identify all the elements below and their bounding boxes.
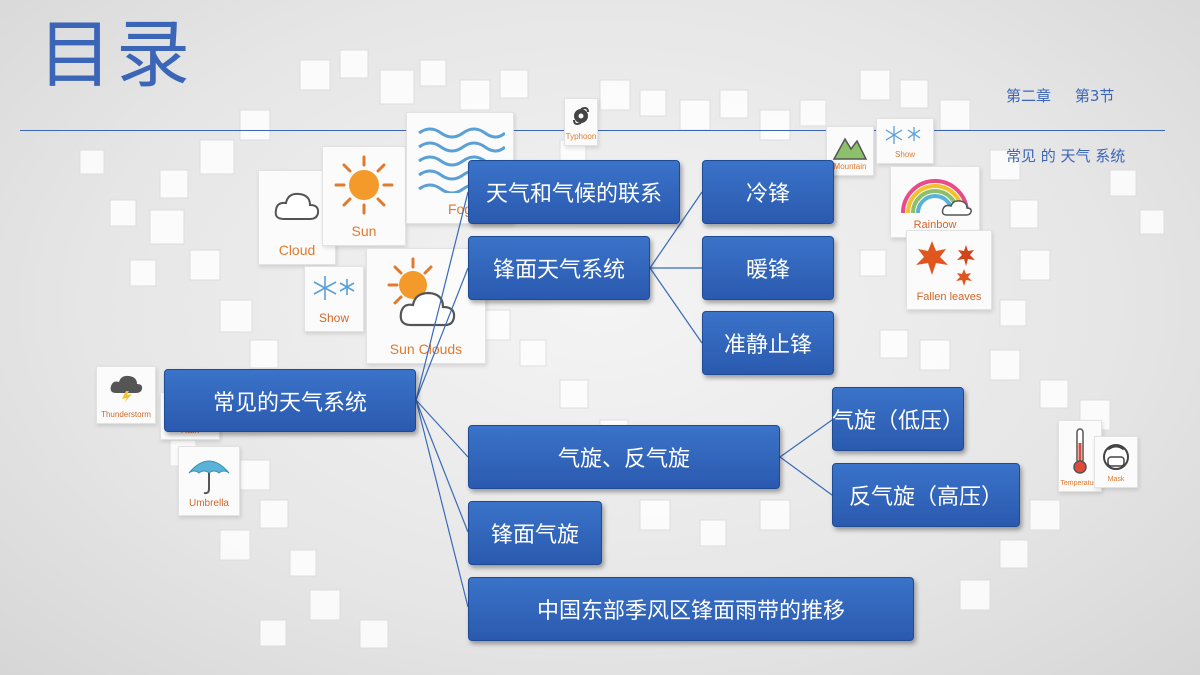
snowflake-icon-small — [885, 126, 921, 144]
snowflake-icon — [313, 276, 355, 300]
tile-typhoon: Typhoon — [564, 98, 598, 146]
typhoon-icon — [573, 107, 589, 125]
node-branch-1[interactable]: 天气和气候的联系 — [468, 160, 680, 224]
connector-branch3-child-2 — [779, 456, 833, 496]
node-cold-front[interactable]: 冷锋 — [702, 160, 834, 224]
connector-root-branch-5 — [415, 399, 469, 608]
connector-root-branch-3 — [415, 399, 469, 458]
node-cyclone[interactable]: 气旋（低压） — [832, 387, 964, 451]
tile-sun-clouds: Sun Clouds — [366, 248, 486, 364]
node-branch-2[interactable]: 锋面天气系统 — [468, 236, 650, 300]
node-branch-3[interactable]: 气旋、反气旋 — [468, 425, 780, 489]
tile-show-2: Show — [876, 118, 934, 164]
node-branch-5[interactable]: 中国东部季风区锋面雨带的推移 — [468, 577, 914, 641]
tile-umbrella-label: Umbrella — [188, 498, 229, 509]
chapter-info: 第二章 第3节 常见 的 天气 系统 — [1006, 46, 1125, 186]
tile-mask-label: Mask — [1107, 476, 1125, 483]
tile-thunderstorm-label: Thunderstorm — [101, 410, 151, 419]
cloud-icon — [274, 192, 320, 220]
tile-mountain-label: Mountain — [833, 162, 867, 171]
tile-mask: Mask — [1094, 436, 1138, 488]
mask-icon — [1103, 444, 1129, 470]
tile-sun-label: Sun — [351, 223, 377, 239]
connector-branch2-child-1 — [649, 191, 703, 269]
tile-rainbow: Rainbow — [890, 166, 980, 238]
chapter-line-1: 第二章 第3节 — [1006, 87, 1115, 105]
tile-sun-clouds-label: Sun Clouds — [389, 341, 463, 357]
tile-cloud-label: Cloud — [278, 242, 316, 258]
tile-mountain: Mountain — [826, 126, 874, 176]
tile-fallen-leaves-label: Fallen leaves — [916, 291, 982, 303]
connector-branch3-child-1 — [779, 419, 833, 458]
node-root[interactable]: 常见的天气系统 — [164, 369, 416, 432]
thermometer-icon — [1073, 428, 1087, 474]
tile-fallen-leaves: Fallen leaves — [906, 230, 992, 310]
rainbow-icon — [901, 179, 972, 216]
tile-rainbow-label: Rainbow — [913, 219, 957, 231]
tile-show-1: Show — [304, 266, 364, 332]
mountain-icon — [832, 137, 868, 160]
tile-thunderstorm: Thunderstorm — [96, 366, 156, 424]
tile-sun: Sun — [322, 146, 406, 246]
tile-fog-label: Fog — [447, 201, 473, 217]
connector-root-branch-1 — [415, 191, 469, 401]
connector-branch2-child-3 — [649, 267, 703, 344]
chapter-line-2: 常见 的 天气 系统 — [1006, 147, 1126, 165]
connector-root-branch-4 — [415, 399, 469, 533]
page-title: 目录 — [38, 12, 194, 98]
sun-icon — [334, 155, 394, 215]
tile-umbrella: Umbrella — [178, 446, 240, 516]
node-anticyclone[interactable]: 反气旋（高压） — [832, 463, 1020, 527]
tile-typhoon-label: Typhoon — [565, 132, 597, 141]
leaves-icon — [916, 241, 975, 286]
tile-show-1-label: Show — [318, 311, 350, 325]
tile-show-2-label: Show — [894, 150, 915, 159]
thunderstorm-icon — [110, 375, 143, 403]
tile-temperature-label: Temperature — [1060, 480, 1100, 487]
node-stationary-front[interactable]: 准静止锋 — [702, 311, 834, 375]
connector-root-branch-2 — [415, 267, 469, 401]
umbrella-icon — [188, 460, 230, 495]
node-warm-front[interactable]: 暖锋 — [702, 236, 834, 300]
node-branch-4[interactable]: 锋面气旋 — [468, 501, 602, 565]
